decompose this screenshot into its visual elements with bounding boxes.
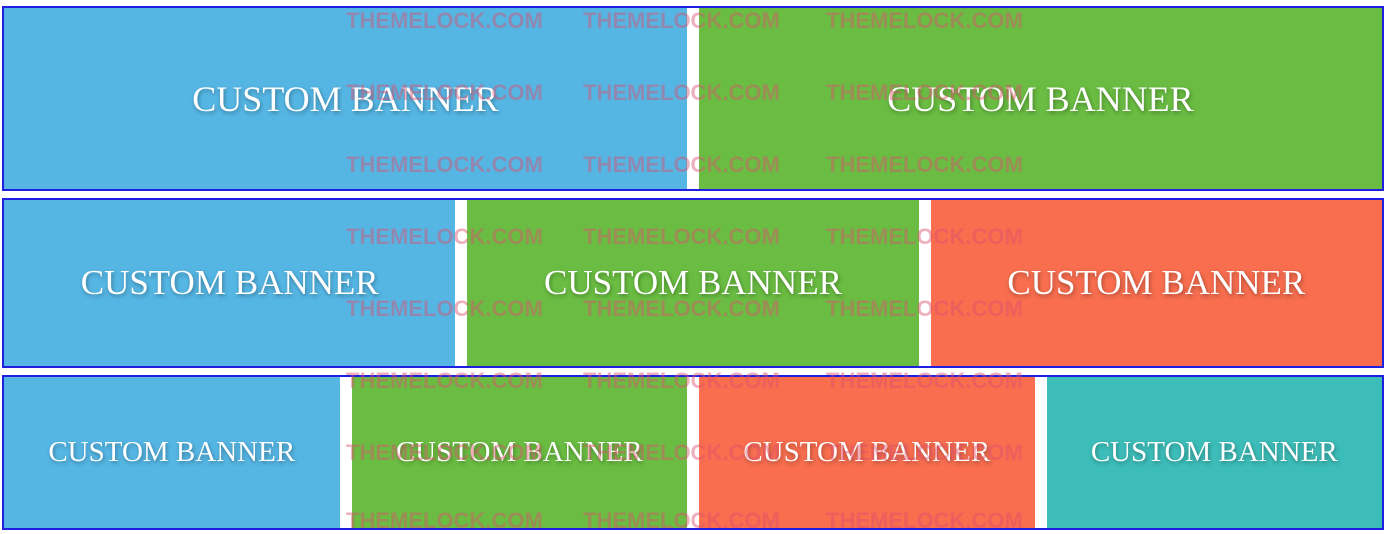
banner-2-1[interactable]: CUSTOM BANNER — [4, 200, 456, 366]
banner-gap — [918, 200, 931, 366]
banner-row-three-column: CUSTOM BANNER CUSTOM BANNER CUSTOM BANNE… — [2, 198, 1384, 368]
banner-1-2[interactable]: CUSTOM BANNER — [699, 8, 1382, 189]
banner-3-4[interactable]: CUSTOM BANNER — [1046, 377, 1382, 528]
banner-1-1[interactable]: CUSTOM BANNER — [4, 8, 687, 189]
banner-2-2[interactable]: CUSTOM BANNER — [467, 200, 919, 366]
banner-gap — [687, 8, 699, 189]
banner-3-1[interactable]: CUSTOM BANNER — [4, 377, 340, 528]
banner-gap — [687, 377, 699, 528]
banner-3-3[interactable]: CUSTOM BANNER — [699, 377, 1035, 528]
banner-gap — [455, 200, 468, 366]
banner-3-2[interactable]: CUSTOM BANNER — [351, 377, 687, 528]
banner-gap — [1034, 377, 1047, 528]
banner-row-four-column: CUSTOM BANNER CUSTOM BANNER CUSTOM BANNE… — [2, 375, 1384, 530]
banner-2-3[interactable]: CUSTOM BANNER — [930, 200, 1382, 366]
banner-row-two-column: CUSTOM BANNER CUSTOM BANNER — [2, 6, 1384, 191]
banner-gap — [339, 377, 352, 528]
